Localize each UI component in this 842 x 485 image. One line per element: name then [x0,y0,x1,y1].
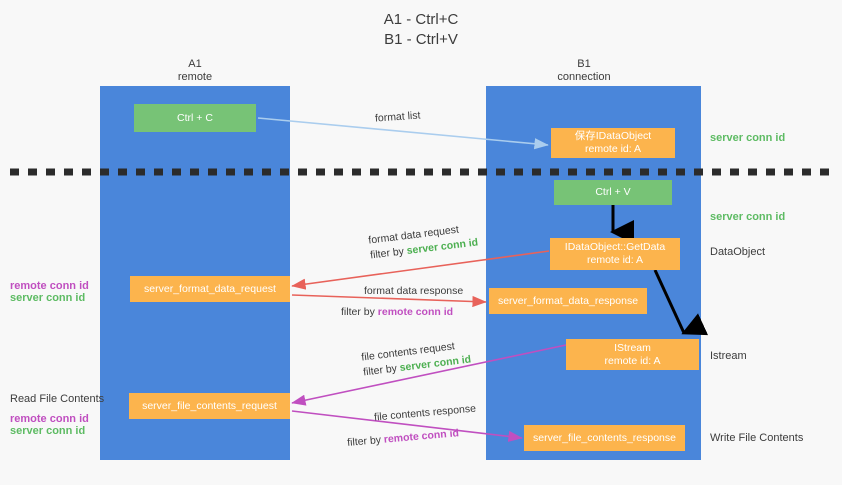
title-line-1: A1 - Ctrl+C [383,11,459,28]
title-line-2: B1 - Ctrl+V [384,31,458,48]
lane-header-b1: B1 connection [484,58,684,84]
edge-label-format-list: format list [375,108,421,126]
edge-label-format-data-response-filter: filter by remote conn id [341,305,463,320]
edge-label-format-data-response: format data response filter by remote co… [341,284,464,320]
filter-prefix: filter by [341,306,378,318]
box-idataobject-getdata[interactable]: IDataObject::GetData remote id: A [550,238,680,270]
box-ctrl-v-label: Ctrl + V [595,186,631,198]
left-label-server-conn-id-upper: server conn id [10,292,86,304]
lane-b1-subtitle: connection [557,71,611,83]
box-server-file-contents-response-label: server_file_contents_response [532,431,676,444]
box-server-format-data-request-label: server_format_data_request [144,282,276,295]
box-server-file-contents-request[interactable]: server_file_contents_request [129,393,290,419]
box-save-idataobject-label: 保存IDataObject [574,130,652,142]
right-label-server-conn-id-second: server conn id [710,211,786,223]
box-ctrl-c-label: Ctrl + C [177,111,213,124]
box-istream-label: IStream [614,341,651,354]
right-label-istream: Istream [710,350,747,362]
edge-label-file-contents-response: file contents response filter by remote … [347,402,479,449]
box-server-format-data-request[interactable]: server_format_data_request [130,276,290,302]
right-label-server-conn-id-top: server conn id [710,132,786,144]
box-server-format-data-response[interactable]: server_format_data_response [489,288,647,314]
diagram-title: A1 - Ctrl+C B1 - Ctrl+V [0,10,842,50]
lane-a1-subtitle: remote [177,71,213,83]
left-label-remote-conn-id-lower: remote conn id [10,413,89,425]
box-istream[interactable]: IStream remote id: A [566,339,699,370]
edge-label-format-data-request: format data request filter by server con… [368,220,479,263]
edge-label-file-contents-request: file contents request filter by server c… [361,337,472,380]
box-server-file-contents-request-label: server_file_contents_request [142,399,277,412]
lane-a1-title: A1 [188,58,202,70]
right-label-write-file-contents: Write File Contents [710,432,804,444]
filter-prefix: filter by [369,245,408,262]
box-save-idataobject-sublabel: remote id: A [584,143,642,155]
filter-prefix: filter by [362,362,401,379]
right-label-dataobject: DataObject [710,246,766,258]
lane-header-a1: A1 remote [95,58,295,84]
edge-label-format-list-text: format list [374,109,421,125]
left-label-remote-conn-id-upper: remote conn id [10,280,89,292]
box-ctrl-c[interactable]: Ctrl + C [134,104,256,132]
box-server-format-data-response-label: server_format_data_response [497,294,639,307]
edge-label-file-contents-response-filter: filter by remote conn id [347,425,479,451]
box-istream-sublabel: remote id: A [604,354,661,367]
edge-label-file-contents-response-line1: file contents response [373,402,477,424]
filter-prefix: filter by [346,433,385,449]
box-idataobject-getdata-sublabel: remote id: A [586,254,644,266]
box-idataobject-getdata-label: IDataObject::GetData [564,241,666,253]
lane-b1-title: B1 [577,58,591,70]
filter-value-remote-conn-id: remote conn id [383,427,460,446]
box-save-idataobject[interactable]: 保存IDataObject remote id: A [551,128,675,158]
box-ctrl-v[interactable]: Ctrl + V [554,180,672,205]
edge-label-format-data-response-line1: format data response [364,285,464,297]
left-label-server-conn-id-lower: server conn id [10,425,86,437]
box-server-file-contents-response[interactable]: server_file_contents_response [524,425,685,451]
filter-value-remote-conn-id: remote conn id [377,306,454,318]
left-label-read-file-contents: Read File Contents [10,393,105,405]
